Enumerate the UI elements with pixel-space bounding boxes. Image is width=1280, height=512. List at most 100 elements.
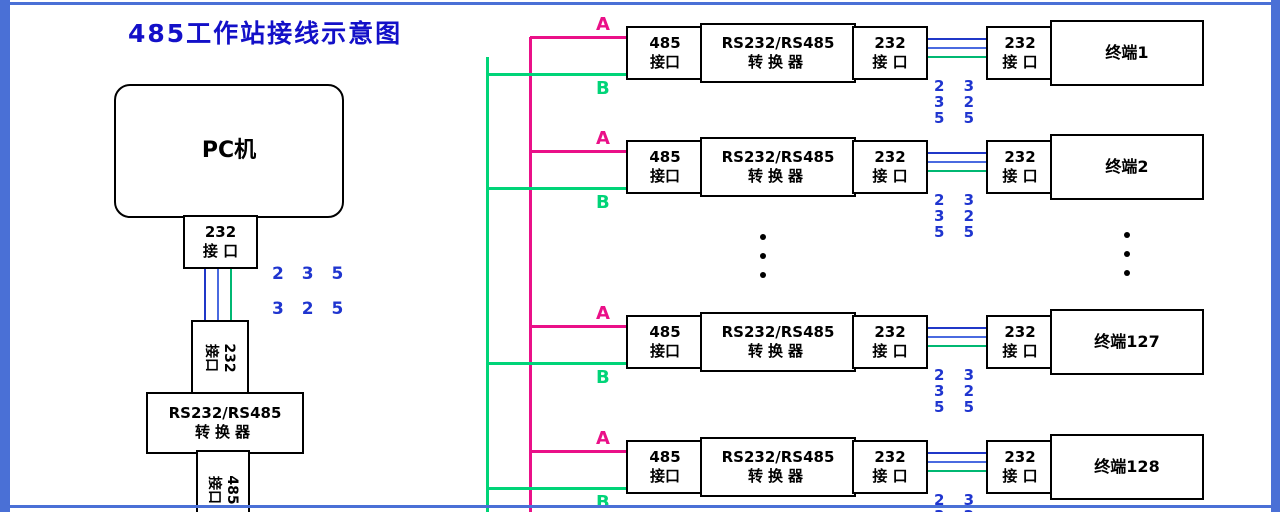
pin-map-line1: 2 3 [934, 366, 982, 384]
port-232-right-line1: 232 [1004, 447, 1036, 466]
port-485-line2: 接口 [649, 342, 680, 360]
serial-wire-1 [924, 152, 986, 154]
pc-pin-map-top: 2 3 5 [272, 264, 350, 284]
port-485-line2: 接口 [649, 53, 680, 71]
port-232-left-line2: 接 口 [872, 167, 908, 185]
terminal-box: 终端127 [1050, 309, 1204, 375]
port-485-line1: 485 [649, 33, 681, 52]
converter-line2: 转换器 [194, 423, 255, 441]
port-232-box-left: 232 接 口 [852, 26, 928, 80]
serial-wire-3 [924, 56, 986, 58]
converter-line2: 转换器 [747, 467, 808, 485]
bus-a-label: A [596, 428, 610, 449]
terminal-label: 终端2 [1105, 156, 1149, 176]
port-232-box-right: 232 接 口 [986, 315, 1054, 369]
frame-right-border [1271, 0, 1280, 512]
port-485-line2: 接口 [649, 167, 680, 185]
port-232-right-line1: 232 [1004, 33, 1036, 52]
port-485-line1: 485 [649, 447, 681, 466]
pc-serial-wire-2 [217, 265, 219, 320]
pc-serial-wire-1 [204, 265, 206, 320]
bus-a-branch-wire [530, 450, 626, 453]
converter-232-port-box-rotated: 232 接口 [191, 320, 249, 396]
pin-map-line2: 3 2 [934, 508, 981, 512]
converter-485-port-line2: 接口 [206, 475, 222, 504]
terminal-row-2: A B 485 接口 RS232/RS485 转换器 232 接 口 232 接… [0, 128, 1280, 258]
port-485-line1: 485 [649, 322, 681, 341]
bus-a-branch-wire [530, 150, 626, 153]
converter-232-port-line1: 232 [221, 343, 238, 373]
pin-map-line1: 2 3 [934, 491, 982, 509]
bus-b-branch-wire [487, 73, 626, 76]
port-485-box: 485 接口 [626, 26, 704, 80]
frame-left-border [0, 0, 10, 512]
pc-label: PC机 [201, 137, 257, 163]
bus-b-label: B [596, 492, 610, 512]
port-232-right-line1: 232 [1004, 322, 1036, 341]
port-232-left-line1: 232 [874, 33, 906, 52]
serial-wire-3 [924, 345, 986, 347]
port-232-left-line1: 232 [874, 447, 906, 466]
serial-wire-1 [924, 38, 986, 40]
pin-map-line1: 2 3 [934, 77, 982, 95]
bus-b-label: B [596, 367, 610, 388]
pc-232-port-line1: 232 [204, 222, 237, 241]
port-232-box-right: 232 接 口 [986, 140, 1054, 194]
converter-box: RS232/RS485 转换器 [700, 437, 856, 497]
terminal-row-3: A B 485 接口 RS232/RS485 转换器 232 接 口 232 接… [0, 303, 1280, 433]
terminal-label: 终端128 [1094, 456, 1160, 476]
converter-line1: RS232/RS485 [721, 147, 835, 166]
converter-box: RS232/RS485 转换器 [700, 23, 856, 83]
port-232-right-line1: 232 [1004, 147, 1036, 166]
converter-line2: 转换器 [747, 342, 808, 360]
pc-232-port-box: 232 接 口 [183, 215, 258, 269]
pc-serial-wire-3 [230, 265, 232, 320]
pin-map-line2: 3 2 [934, 382, 982, 400]
pin-map-labels: 2 3 3 2 5 5 [934, 78, 981, 126]
port-232-box-right: 232 接 口 [986, 440, 1054, 494]
terminal-box: 终端128 [1050, 434, 1204, 500]
port-232-right-line2: 接 口 [1002, 342, 1038, 360]
port-485-box: 485 接口 [626, 315, 704, 369]
port-232-right-line2: 接 口 [1002, 167, 1038, 185]
port-232-box-left: 232 接 口 [852, 315, 928, 369]
port-232-right-line2: 接 口 [1002, 53, 1038, 71]
terminal-label: 终端1 [1105, 42, 1149, 62]
bus-b-vertical-wire [486, 57, 489, 512]
pin-map-line3: 5 5 [934, 109, 982, 127]
converter-485-port-box-rotated: 485 接口 [196, 450, 250, 512]
frame-bottom-border [0, 505, 1280, 508]
bus-b-branch-wire [487, 487, 626, 490]
serial-wire-3 [924, 470, 986, 472]
terminal-box: 终端1 [1050, 20, 1204, 86]
pin-map-line3: 5 5 [934, 398, 982, 416]
pin-map-labels: 2 3 3 2 5 5 [934, 492, 981, 512]
converter-line2: 转换器 [747, 167, 808, 185]
port-232-left-line2: 接 口 [872, 53, 908, 71]
terminal-row-1: A B 485 接口 RS232/RS485 转换器 232 接 口 232 接… [0, 14, 1280, 144]
pc-box: PC机 [114, 84, 344, 218]
bus-b-branch-wire [487, 362, 626, 365]
pin-map-labels: 2 3 3 2 5 5 [934, 192, 981, 240]
workstation-converter-box: RS232/RS485 转换器 [146, 392, 304, 454]
converter-line1: RS232/RS485 [721, 447, 835, 466]
port-232-right-line2: 接 口 [1002, 467, 1038, 485]
serial-wire-2 [924, 336, 986, 338]
port-485-box: 485 接口 [626, 440, 704, 494]
port-485-line1: 485 [649, 147, 681, 166]
serial-wire-1 [924, 452, 986, 454]
terminal-row-4: A B 485 接口 RS232/RS485 转换器 232 接 口 232 接… [0, 428, 1280, 512]
frame-top-border [0, 2, 1280, 5]
serial-wire-1 [924, 327, 986, 329]
bus-a-label: A [596, 14, 610, 35]
bus-a-branch-wire [530, 325, 626, 328]
terminal-label: 终端127 [1094, 331, 1160, 351]
bus-a-label: A [596, 128, 610, 149]
port-232-box-right: 232 接 口 [986, 26, 1054, 80]
port-232-left-line1: 232 [874, 322, 906, 341]
port-232-left-line2: 接 口 [872, 342, 908, 360]
port-232-box-left: 232 接 口 [852, 140, 928, 194]
vertical-ellipsis-icon [760, 234, 766, 278]
pin-map-line2: 3 2 [934, 207, 982, 225]
serial-wire-2 [924, 161, 986, 163]
